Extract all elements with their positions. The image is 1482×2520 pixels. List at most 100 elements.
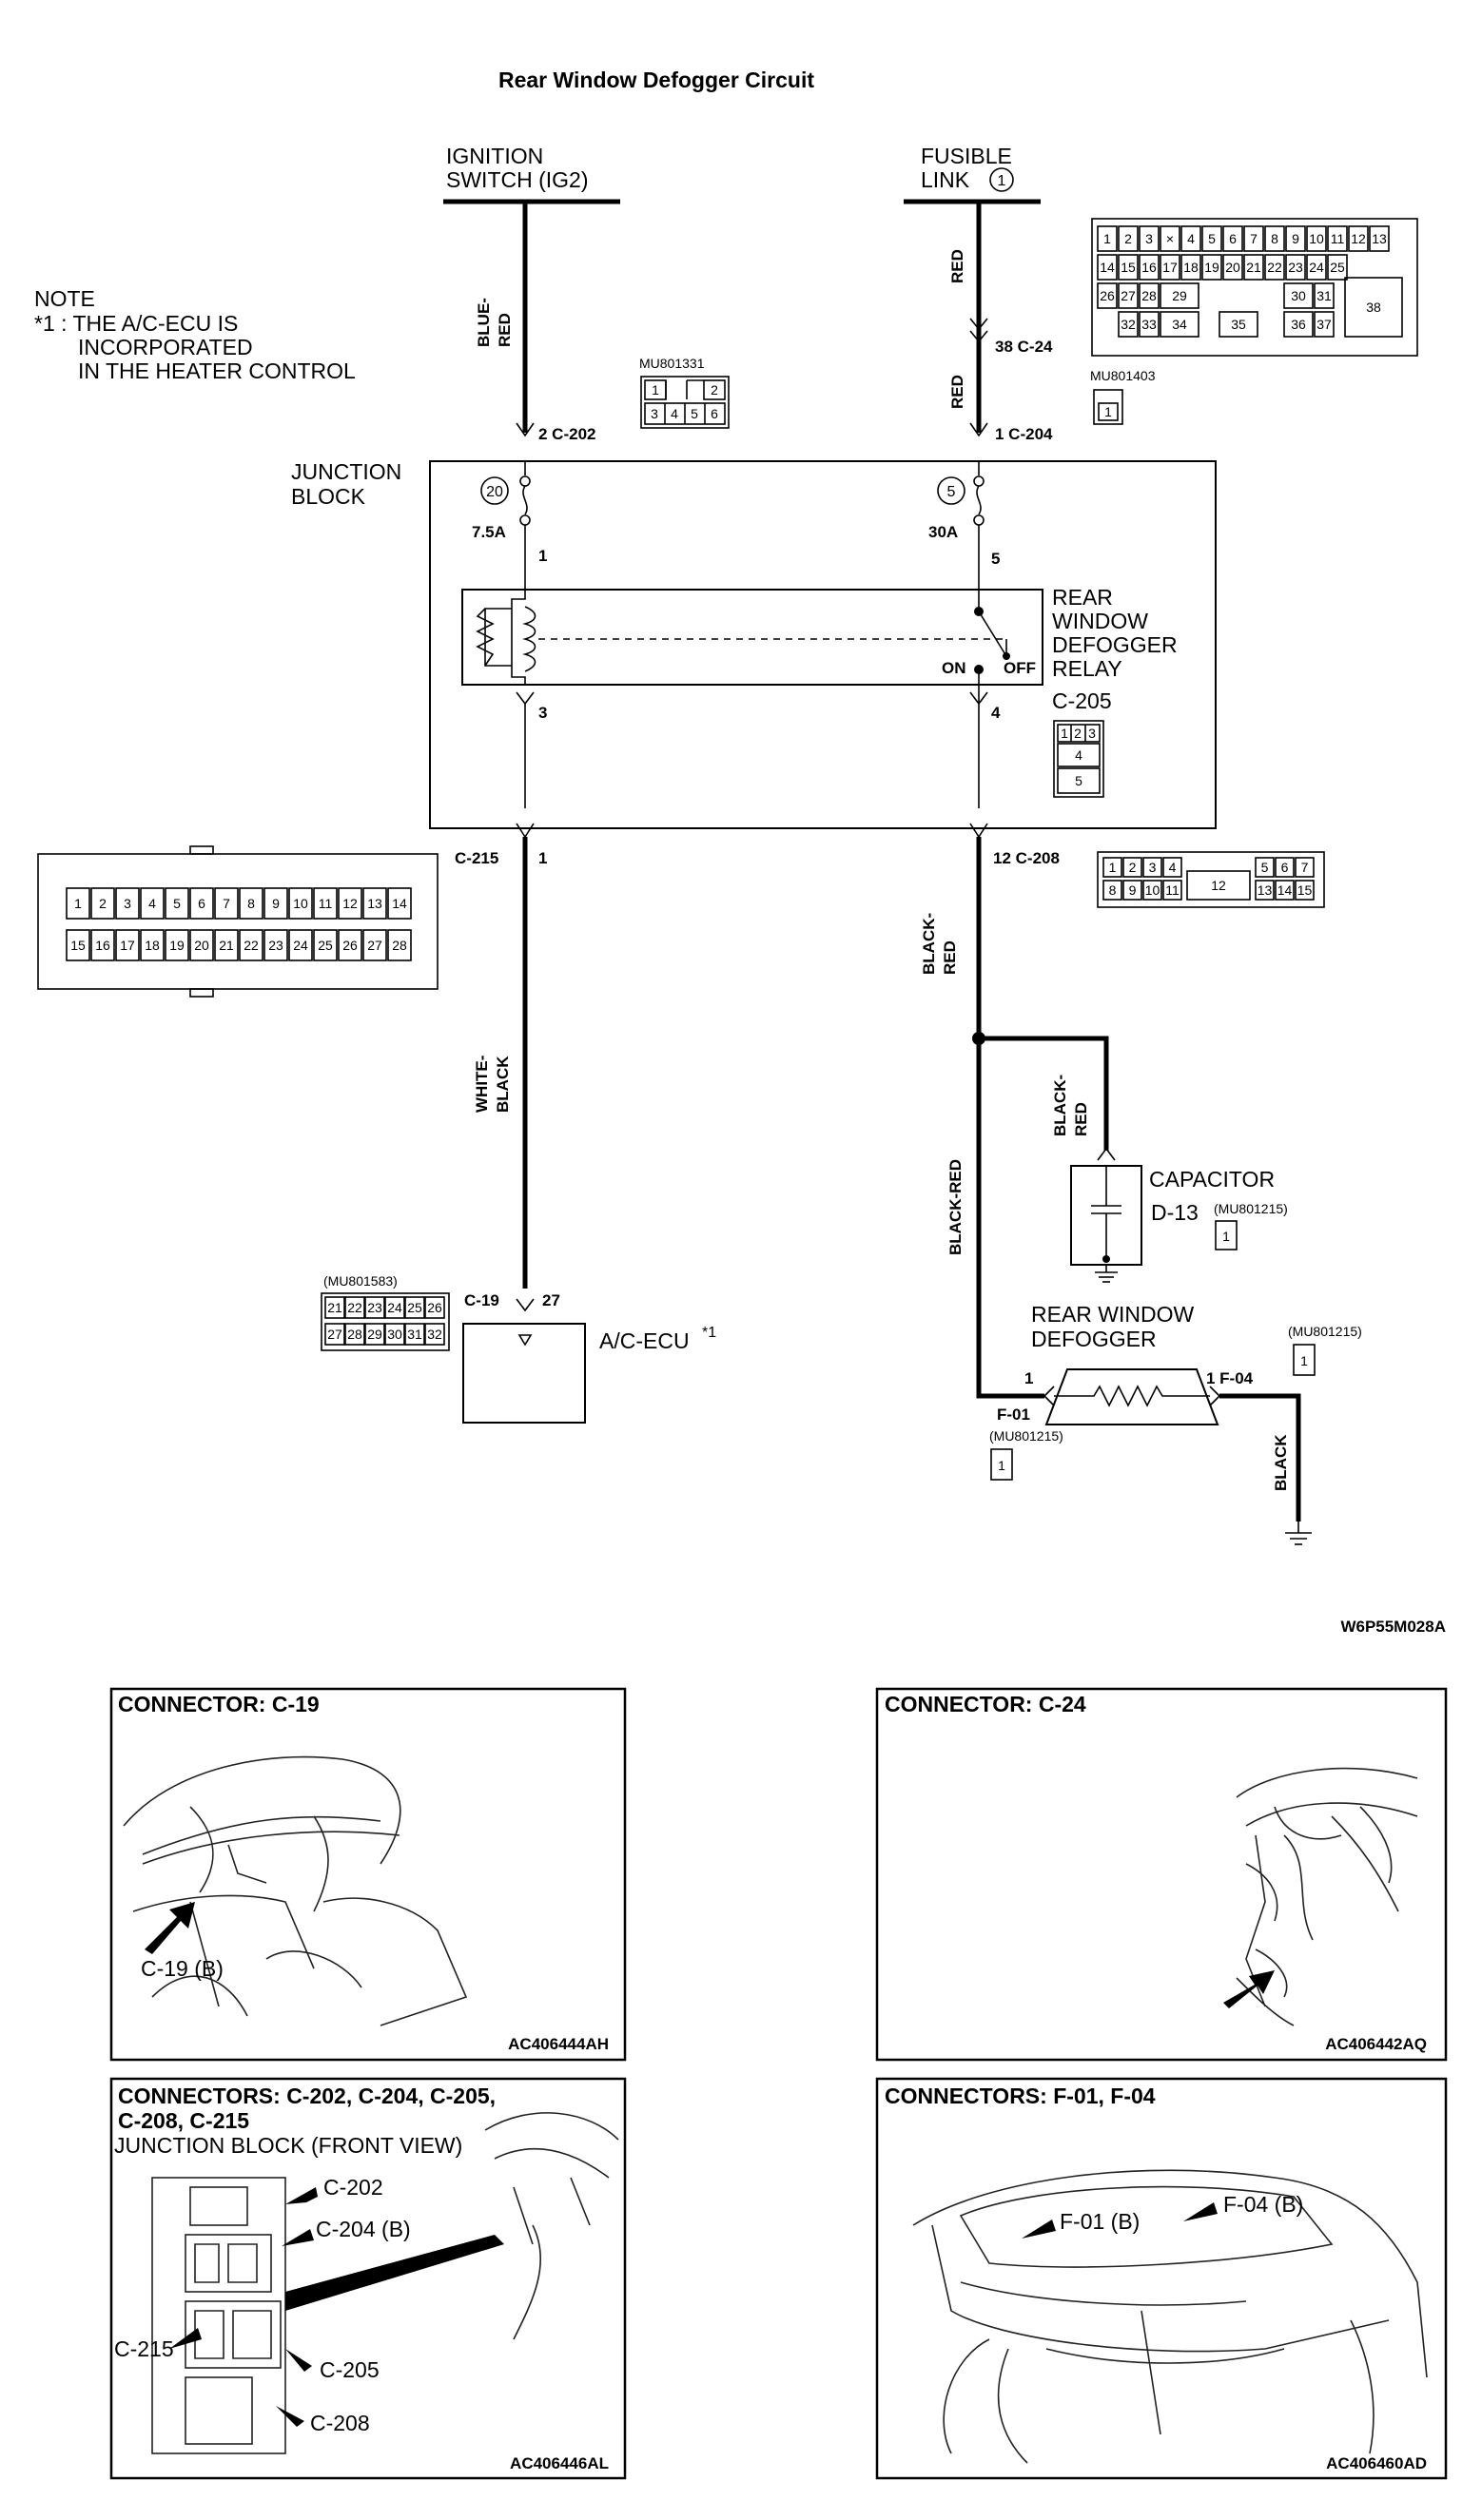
c215-pin-19: 19	[169, 938, 185, 953]
c19-pin-31: 31	[407, 1327, 422, 1342]
c208-pin-9: 9	[1129, 882, 1137, 898]
locator-jb-code: AC406446AL	[510, 2454, 609, 2472]
c24-pin-15: 15	[1121, 260, 1136, 275]
wire-label-black-red-2: RED	[941, 940, 959, 975]
c24-pin-15-box	[1118, 254, 1139, 281]
c19-pin-26-box	[424, 1296, 445, 1319]
left-circuit: BLUE- RED 2 C-202 1 3 C-215 1 WHITE- BLA…	[455, 202, 595, 1312]
c24-pin-31: 31	[1316, 288, 1332, 303]
c215-pin-25: 25	[318, 938, 333, 953]
c24-pin-32: 32	[1121, 317, 1136, 332]
rear-window-defogger: REAR WINDOW DEFOGGER (MU801215) 1 (MU801…	[989, 1302, 1362, 1481]
c19-pin-30-box	[384, 1323, 405, 1346]
f04-pin-1: 1	[1300, 1353, 1308, 1368]
c24-pin-25-box	[1327, 254, 1348, 281]
c202-pin-1: 1	[652, 382, 659, 397]
c24-pin-19-box	[1201, 254, 1222, 281]
c19-pin-28-box	[344, 1323, 365, 1346]
c24-pin-10: 10	[1309, 231, 1324, 246]
fusible-number: 1	[998, 173, 1006, 189]
c19-pin-25: 25	[407, 1300, 422, 1315]
c205-pin-2: 2	[1074, 726, 1082, 741]
c24-pin-11-box	[1327, 225, 1348, 252]
c19-pin-32-box	[424, 1323, 445, 1346]
wire-label-black-red-long: BLACK-RED	[946, 1159, 965, 1255]
c24-pin-17-box	[1160, 254, 1180, 281]
capacitor-part-number: (MU801215)	[1214, 1201, 1288, 1216]
c208-pin-11-box	[1162, 880, 1182, 901]
c24-pin-×: ×	[1166, 231, 1174, 246]
c202-part-number: MU801331	[639, 356, 705, 371]
c24-pin-27: 27	[1121, 288, 1136, 303]
note: NOTE *1 : THE A/C-ECU IS INCORPORATED IN…	[34, 286, 356, 383]
c24-pin-19: 19	[1204, 260, 1219, 275]
c19-pin-29-box	[364, 1323, 385, 1346]
c24-pin-35-box	[1219, 311, 1258, 338]
c215-pin-21-box	[214, 929, 239, 961]
locator-jb-title-1: CONNECTORS: C-202, C-204, C-205,	[118, 2084, 496, 2108]
locator-panel-c19: CONNECTOR: C-19 C-19 (B) AC406444AH	[109, 1687, 627, 2062]
wire-label-red-a: RED	[948, 249, 966, 283]
c208-pin-14-box	[1275, 880, 1295, 901]
c24-pin-12: 12	[1351, 231, 1366, 246]
c24-pin-37-box	[1314, 311, 1335, 338]
c24-pin-6: 6	[1229, 231, 1237, 246]
c24-pin-29: 29	[1172, 288, 1187, 303]
locator-f-code: AC406460AD	[1326, 2454, 1427, 2472]
c215-pin-28-box	[387, 929, 412, 961]
c215-pin-10: 10	[293, 896, 308, 911]
c215-pin-22-box	[239, 929, 263, 961]
ignition-switch-source: IGNITION SWITCH (IG2)	[443, 144, 620, 204]
c24-pin-22-box	[1264, 254, 1285, 281]
note-line-2: INCORPORATED	[78, 335, 253, 359]
jb-pin-4: 4	[991, 704, 1001, 722]
ac-ecu-label: A/C-ECU	[599, 1328, 690, 1353]
ignition-label-2: SWITCH (IG2)	[446, 167, 589, 192]
locator-panel-f01-f04: CONNECTORS: F-01, F-04 F-01 (B) F-04 (B)…	[875, 2077, 1448, 2480]
locator-c19-code: AC406444AH	[508, 2035, 609, 2053]
c215-pin-13-box	[362, 887, 387, 920]
c19-locator-arrow	[145, 1902, 195, 1954]
c19-pin-24-box	[384, 1296, 405, 1319]
c208-pin-10: 10	[1145, 882, 1160, 898]
c24-pin-37: 37	[1316, 317, 1332, 332]
c215-pin-25-box	[313, 929, 338, 961]
c215-pin-7: 7	[223, 896, 230, 911]
d13-pin-1: 1	[1222, 1229, 1230, 1244]
fuse-20-circle	[480, 476, 509, 505]
c24-pin-27-box	[1118, 282, 1139, 309]
c208-pin-10-box	[1142, 880, 1162, 901]
wire-label-blue-red-2: RED	[496, 313, 514, 347]
c215-pin-26-box	[338, 929, 362, 961]
c205-pin-grid: 1 2 3 4 5	[1053, 720, 1104, 798]
c24-pin-7: 7	[1250, 231, 1258, 246]
c24-pin-26-box	[1097, 282, 1118, 309]
fuse-5-circle	[937, 476, 965, 505]
locator-c24-title: CONNECTOR: C-24	[885, 1692, 1086, 1716]
c24-pin-24-box	[1306, 254, 1327, 281]
c215-pin-2: 2	[99, 896, 107, 911]
connector-c215-pin: 1	[538, 849, 547, 867]
c24-pin-5: 5	[1208, 231, 1216, 246]
c19-pin-29: 29	[367, 1327, 382, 1342]
note-line-3: IN THE HEATER CONTROL	[78, 359, 356, 383]
c208-pin-5: 5	[1261, 860, 1269, 875]
ac-ecu-box	[462, 1323, 586, 1424]
c208-pin-13-box	[1255, 880, 1275, 901]
c24-pin-35: 35	[1231, 317, 1246, 332]
connector-c208-label: 12 C-208	[993, 849, 1060, 867]
jb-pin-1: 1	[538, 547, 547, 565]
c19-pin-30: 30	[387, 1327, 402, 1342]
f04-part-number: (MU801215)	[1288, 1324, 1362, 1339]
diagram-code: W6P55M028A	[1340, 1618, 1446, 1636]
junction-block-label-2: BLOCK	[291, 484, 366, 509]
c202-pin-6: 6	[711, 406, 718, 421]
defogger-label-2: DEFOGGER	[1031, 1327, 1157, 1351]
c205-pin-5: 5	[1075, 773, 1082, 788]
c208-pin-6-box	[1275, 857, 1295, 878]
c208-pin-8: 8	[1109, 882, 1117, 898]
fuse-20-rating: 7.5A	[472, 523, 506, 541]
